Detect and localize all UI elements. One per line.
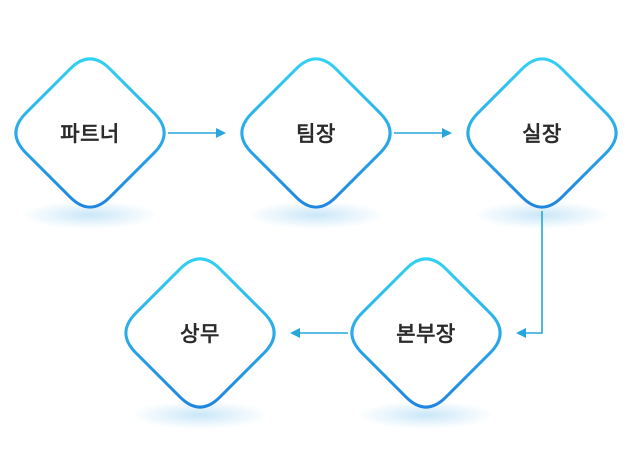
node-shape-office-head: [466, 57, 618, 209]
node-shadow-headquarters-head: [358, 401, 494, 429]
node-label-partner: 파트너: [60, 122, 120, 146]
connector-office-head-to-headquarters-head: [516, 211, 543, 338]
node-shape-team-lead: [240, 57, 392, 209]
node-shape-headquarters-head: [350, 257, 502, 409]
node-label-managing-director: 상무: [180, 322, 220, 346]
node-shadow-team-lead: [248, 201, 384, 229]
node-shape-partner: [14, 57, 166, 209]
node-shape-managing-director: [124, 257, 276, 409]
node-label-office-head: 실장: [522, 122, 562, 146]
node-label-headquarters-head: 본부장: [396, 322, 456, 346]
node-label-team-lead: 팀장: [296, 122, 336, 146]
node-shadow-managing-director: [132, 401, 268, 429]
node-shadow-partner: [22, 201, 158, 229]
